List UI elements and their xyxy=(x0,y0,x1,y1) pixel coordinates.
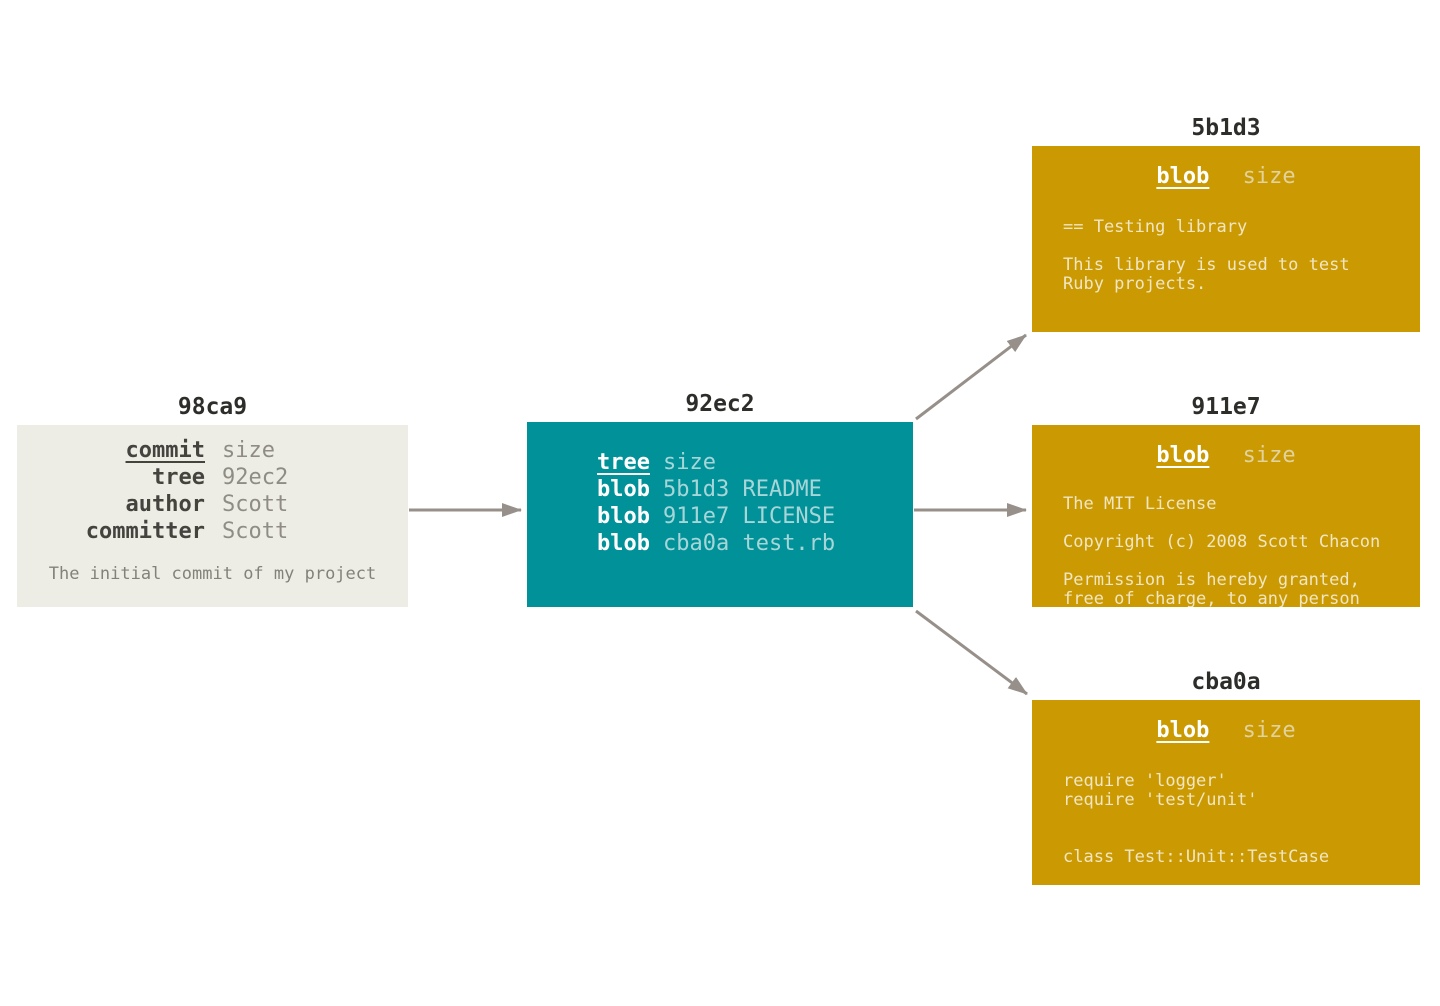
commit-field-row: commit size xyxy=(17,437,408,464)
tree-entry-type: blob xyxy=(597,477,650,502)
commit-message: The initial commit of my project xyxy=(48,564,377,584)
blob-object-box-5b1d3: blob size == Testing library This librar… xyxy=(1032,146,1420,332)
commit-field-row: author Scott xyxy=(17,491,408,518)
commit-field-key: tree xyxy=(152,465,205,490)
blob-type-label: blob xyxy=(1156,718,1210,743)
tree-entry-row: tree size xyxy=(597,449,835,476)
tree-entry-row: blob 911e7 LICENSE xyxy=(597,503,835,530)
commit-field-value: size xyxy=(222,438,275,463)
tree-entry-row: blob 5b1d3 README xyxy=(597,476,835,503)
commit-field-value: 92ec2 xyxy=(222,465,289,490)
blob-header: blob size xyxy=(1032,718,1420,743)
tree-hash-label: 92ec2 xyxy=(685,391,755,417)
blob-header: blob size xyxy=(1032,164,1420,189)
blob-type-label: blob xyxy=(1156,443,1210,468)
tree-entries: tree size blob 5b1d3 README blob 911e7 L… xyxy=(597,449,835,557)
commit-field-value: Scott xyxy=(222,519,289,544)
blob-size-label: size xyxy=(1242,718,1296,743)
tree-entry-row: blob cba0a test.rb xyxy=(597,530,835,557)
blob-hash-label-cba0a: cba0a xyxy=(1191,669,1261,695)
blob-hash-label-5b1d3: 5b1d3 xyxy=(1191,115,1261,141)
blob-type-label: blob xyxy=(1156,164,1210,189)
blob-object-box-cba0a: blob size require 'logger' require 'test… xyxy=(1032,700,1420,885)
commit-field-row: tree 92ec2 xyxy=(17,464,408,491)
commit-object-box: commit size tree 92ec2 author Scott comm… xyxy=(17,425,408,607)
blob-object-box-911e7: blob size The MIT License Copyright (c) … xyxy=(1032,425,1420,607)
commit-hash-label: 98ca9 xyxy=(177,394,248,420)
tree-entry-value: 5b1d3 README xyxy=(662,477,822,502)
tree-entry-type: blob xyxy=(597,504,650,529)
arrow-tree-to-blob-cba0a xyxy=(915,609,1028,696)
tree-entry-type: blob xyxy=(597,531,650,556)
blob-content: require 'logger' require 'test/unit' cla… xyxy=(1063,771,1330,867)
commit-field-key: author xyxy=(125,492,205,517)
tree-entry-type: tree xyxy=(597,450,650,475)
blob-size-label: size xyxy=(1242,443,1296,468)
tree-entry-value: cba0a test.rb xyxy=(662,531,836,556)
blob-content: == Testing library This library is used … xyxy=(1063,217,1350,294)
commit-field-row: committer Scott xyxy=(17,518,408,545)
commit-field-key: committer xyxy=(85,519,205,544)
tree-entry-value: 911e7 LICENSE xyxy=(662,504,836,529)
commit-fields: commit size tree 92ec2 author Scott comm… xyxy=(17,437,408,545)
blob-hash-label-911e7: 911e7 xyxy=(1191,394,1261,420)
commit-field-key: commit xyxy=(125,438,205,463)
tree-entry-value: size xyxy=(662,450,716,475)
blob-size-label: size xyxy=(1242,164,1296,189)
blob-header: blob size xyxy=(1032,443,1420,468)
blob-content: The MIT License Copyright (c) 2008 Scott… xyxy=(1063,494,1381,608)
arrow-tree-to-blob-5b1d3 xyxy=(915,333,1027,421)
commit-field-value: Scott xyxy=(222,492,289,517)
tree-object-box: tree size blob 5b1d3 README blob 911e7 L… xyxy=(527,422,913,607)
